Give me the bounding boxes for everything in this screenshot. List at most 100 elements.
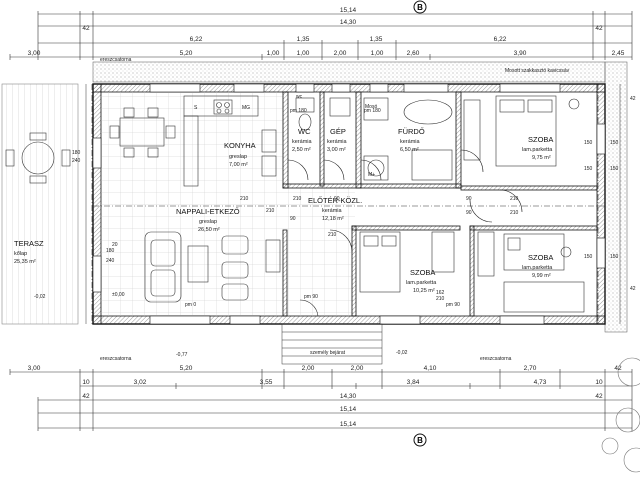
room-area-bedroom-1: 9,75 m² [532, 155, 551, 161]
pm-label-living: pm 0 [185, 302, 196, 308]
dim-bottom-row1-2: 5,20 [180, 365, 193, 372]
dim-bottom-42-right: 42 [595, 393, 603, 400]
room-floor-living: greslap [199, 219, 217, 225]
left-dim-4: 240 [106, 258, 115, 264]
pm-label-wc: pm 180 [290, 108, 307, 114]
room-name-bedroom-3: SZOBA [528, 253, 553, 262]
dim-top-row3-1: 6,22 [190, 36, 203, 43]
dim-top-row3-3: 1,35 [370, 36, 383, 43]
bedroom-furniture-3 [477, 231, 585, 313]
dim-top-row4-2: 5,20 [180, 50, 193, 57]
boiler-label: M+ [368, 172, 375, 178]
room-floor-bedroom-2: lam.parketta [406, 280, 437, 286]
room-floor-hall: kerámia [322, 208, 343, 214]
room-floor-wc: kerámia [292, 139, 313, 145]
inner-dim-8: 210 [510, 210, 519, 216]
room-name-bedroom-1: SZOBA [528, 135, 553, 144]
pm-label-bath: pm 180 [364, 108, 381, 114]
dim-bottom-row2-4: 4,73 [534, 379, 547, 386]
gravel-note: Mosott szakkasztó kavicssáv [505, 68, 570, 74]
inner-dim-7: 90 [466, 210, 472, 216]
inner-dim-12: 210 [328, 232, 337, 238]
living-sofa [144, 231, 281, 303]
inner-annotations: pm 0 pm 90 pm 180 pm 180 pm 90 wc 210 21… [112, 94, 519, 308]
dim-bottom-row2-10: 10 [82, 379, 90, 386]
gutter-top-label: ereszcsatorna [100, 57, 132, 63]
right-dim-1: 150 [610, 140, 619, 146]
dim-top-total-inner: 14,30 [340, 19, 357, 26]
section-label-top: B [417, 3, 423, 12]
room-area-terrace: 25,35 m² [14, 259, 36, 265]
dim-top-row3-4: 6,22 [494, 36, 507, 43]
section-label-bottom: B [417, 436, 423, 445]
dishwasher-label: MG [242, 105, 250, 111]
entrance-label: személy bejárat [310, 350, 346, 356]
right-dim-6: 150 [584, 254, 593, 260]
dim-top-row4-8: 3,90 [514, 50, 527, 57]
level-entrance-left: -0,77 [176, 352, 188, 358]
room-area-bedroom-3: 9,99 m² [532, 273, 551, 279]
dim-bottom-row2-10b: 10 [595, 379, 603, 386]
dim-bottom-row1-1: 3,00 [28, 365, 41, 372]
right-dim-42: 42 [630, 96, 636, 102]
gravel-strip-right [604, 61, 628, 333]
level-living: ±0,00 [112, 292, 125, 298]
dim-top-row4-3: 1,00 [267, 50, 280, 57]
hall-floor-tiles [283, 188, 355, 316]
dim-bottom-row1-4: 2,00 [351, 365, 364, 372]
room-area-wc: 2,50 m² [292, 147, 311, 153]
right-dim-2: 150 [584, 140, 593, 146]
room-name-terrace: TERASZ [14, 239, 44, 248]
right-dim-42b: 42 [630, 286, 636, 292]
dining-table [109, 107, 176, 158]
dim-bottom-row2-1: 3,02 [134, 379, 147, 386]
dim-top-row4-7: 2,60 [407, 50, 420, 57]
terrace-table [5, 132, 71, 184]
right-dim-5: 150 [610, 254, 619, 260]
left-dim-3: 180 [106, 248, 115, 254]
level-entrance-right: -0,02 [396, 350, 408, 356]
garden-shrubs [601, 357, 640, 473]
section-mark-top: B [413, 0, 427, 14]
right-dim-4: 150 [584, 166, 593, 172]
room-wc: WC kerámia 2,50 m² [292, 127, 313, 153]
dim-top-42-right: 42 [595, 25, 603, 32]
entrance-steps [281, 323, 383, 365]
dim-bottom-total-inner: 14,30 [340, 393, 357, 400]
windows [92, 83, 606, 325]
dim-top-row4-6: 1,00 [371, 50, 384, 57]
dim-top-row4-4: 1,00 [297, 50, 310, 57]
dim-bottom-row1-6: 2,70 [524, 365, 537, 372]
terrace-area [1, 83, 79, 325]
kitchen-counter [183, 95, 277, 187]
room-floor-machine: kerámia [327, 139, 348, 145]
room-area-hall: 12,18 m² [322, 216, 344, 222]
room-floor-bedroom-3: lam.parketta [522, 265, 553, 271]
room-bedroom-1: SZOBA lam.parketta 9,75 m² [522, 135, 553, 161]
room-name-kitchen: KONYHA [224, 141, 256, 150]
living-floor-tiles [101, 92, 283, 316]
pm-label-hall: pm 90 [304, 294, 318, 300]
inner-dim-3: 210 [293, 196, 302, 202]
pm-label-bedroom: pm 90 [446, 302, 460, 308]
room-name-machine: GÉP [330, 127, 346, 136]
dim-top-row4-5: 2,00 [334, 50, 347, 57]
left-dimensions: 180 240 180 240 [72, 84, 115, 324]
wash-label: Mosó [365, 104, 377, 110]
room-hall: ELŐTÉR-KÖZL. kerámia 12,18 m² [308, 196, 362, 222]
level-terrace: -0,02 [34, 294, 46, 300]
dim-bottom-row2-3: 3,84 [407, 379, 420, 386]
bedroom-furniture-1 [463, 95, 580, 167]
inner-dim-13: 20 [112, 242, 118, 248]
room-bathroom: FÜRDŐ kerámia 6,50 m² [398, 127, 425, 153]
inner-dim-4: 90 [334, 196, 340, 202]
bedroom-furniture-2 [359, 231, 455, 293]
dim-top-row4-9: 2,45 [612, 50, 625, 57]
dim-top-total-outer: 15,14 [340, 7, 357, 14]
room-bedroom-2: SZOBA lam.parketta 10,25 m² [406, 268, 437, 294]
room-machine: GÉP kerámia 3,00 m² [327, 127, 348, 153]
room-living-dining: NAPPALI-ETKEZŐ greslap 26,50 m² [176, 207, 240, 233]
room-kitchen: KONYHA greslap 7,00 m² [224, 141, 256, 168]
inner-dim-1: 210 [240, 196, 249, 202]
